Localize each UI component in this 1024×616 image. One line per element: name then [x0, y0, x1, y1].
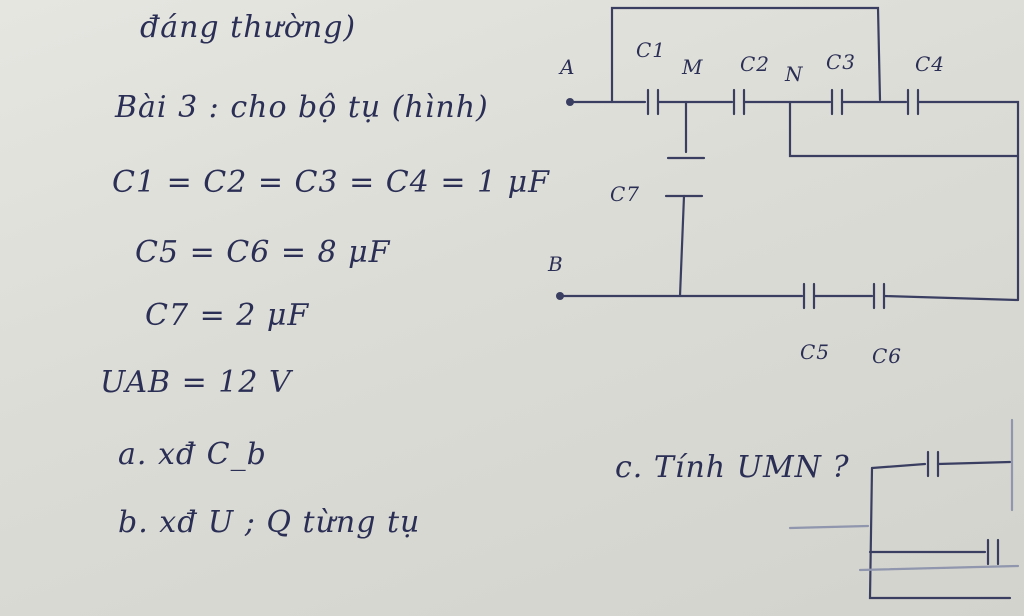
given-capacitance-c5-c6: C5 = C6 = 8 μF: [135, 235, 391, 270]
label-c5: C5: [800, 340, 831, 364]
sketch-wire-top-right: [936, 460, 1012, 466]
question-a: a. xđ C_b: [118, 437, 267, 472]
sketch-wire-left: [868, 466, 1012, 600]
question-b: b. xđ U ; Q từng tụ: [118, 505, 421, 540]
label-c7: C7: [610, 182, 641, 206]
given-voltage-uab: UAB = 12 V: [100, 365, 292, 400]
label-n: N: [785, 62, 804, 86]
wire-c4-right: [916, 100, 1020, 302]
label-b: B: [548, 252, 564, 276]
label-a: A: [560, 55, 576, 79]
terminal-a: [566, 98, 574, 106]
given-capacitance-c1-c4: C1 = C2 = C3 = C4 = 1 μF: [112, 165, 550, 200]
page-heading: đáng thường): [140, 10, 357, 45]
terminal-b: [556, 292, 564, 300]
wire-n-loop: [788, 100, 1020, 158]
label-m: M: [682, 55, 704, 79]
sketch-faint-wire: [788, 418, 1020, 572]
label-c3: C3: [826, 50, 857, 74]
sketch-wire-top: [870, 462, 927, 470]
question-c: c. Tính UMN ?: [615, 450, 850, 485]
label-c4: C4: [915, 52, 946, 76]
label-c6: C6: [872, 344, 903, 368]
given-capacitance-c7: C7 = 2 μF: [145, 298, 310, 333]
wire-c6-right: [882, 294, 1020, 302]
top-loop-wire: [610, 6, 882, 104]
wire-c7-b: [678, 194, 686, 298]
label-c1: C1: [636, 38, 667, 62]
problem-title: Bài 3 : cho bộ tụ (hình): [115, 90, 489, 125]
label-c2: C2: [740, 52, 771, 76]
